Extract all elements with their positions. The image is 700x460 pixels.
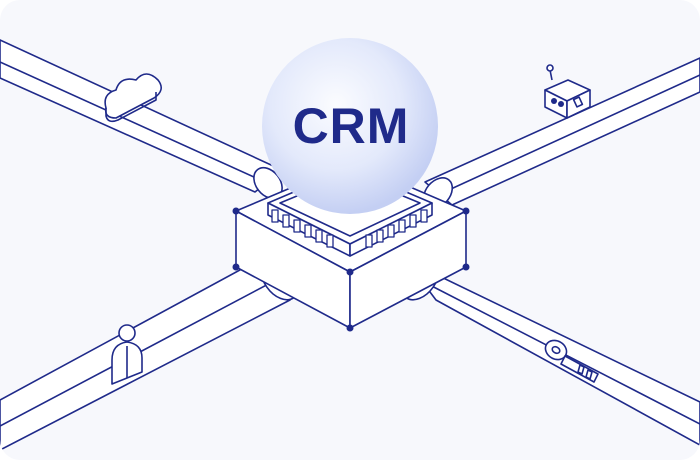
key-icon [544,339,599,383]
person-icon [111,324,143,385]
cloud-icon [104,73,162,123]
robot-icon [544,64,591,119]
pipe-top-right [422,57,700,209]
hub-label: CRM [292,98,410,154]
hub-sphere [262,38,438,214]
pipe-top-left [0,39,283,200]
